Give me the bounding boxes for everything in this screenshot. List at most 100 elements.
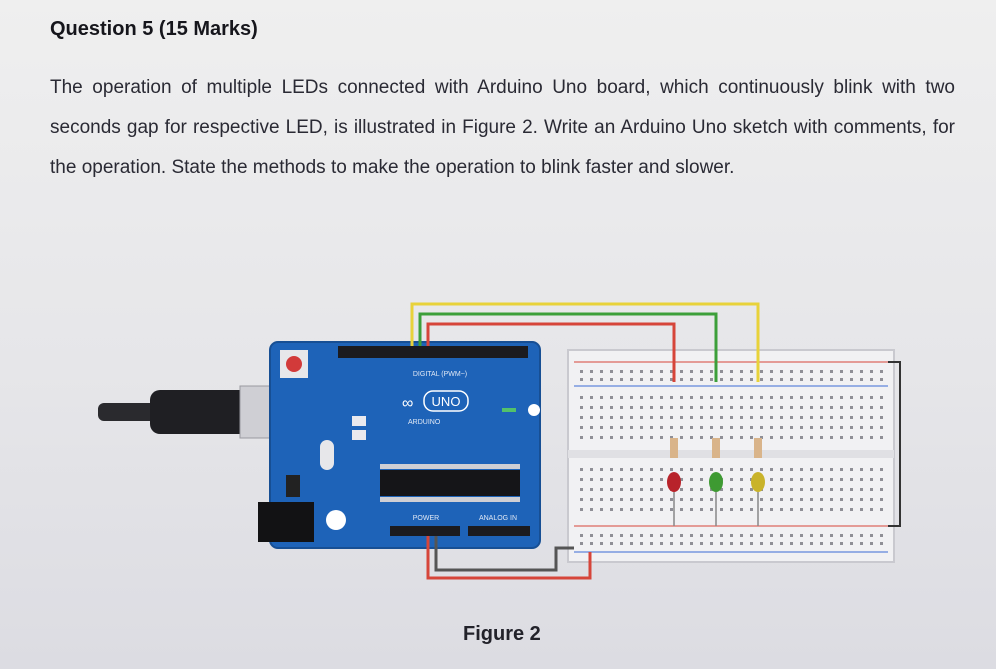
breadboard-hole	[630, 396, 633, 399]
breadboard-hole	[800, 436, 803, 439]
breadboard-hole	[600, 426, 603, 429]
breadboard-hole	[600, 396, 603, 399]
breadboard-hole	[610, 468, 613, 471]
breadboard-hole	[630, 488, 633, 491]
breadboard-hole	[610, 370, 613, 373]
breadboard-hole	[740, 406, 743, 409]
breadboard-hole	[820, 542, 823, 545]
breadboard-hole	[740, 488, 743, 491]
breadboard-hole	[820, 406, 823, 409]
breadboard-hole	[870, 436, 873, 439]
breadboard-hole	[650, 406, 653, 409]
uno-logo-badge	[423, 390, 469, 412]
voltage-regulator	[286, 475, 300, 497]
breadboard-hole	[770, 468, 773, 471]
breadboard-hole	[660, 426, 663, 429]
breadboard-hole	[740, 542, 743, 545]
breadboard-hole	[750, 378, 753, 381]
breadboard-hole	[780, 378, 783, 381]
rail-jumper	[888, 361, 901, 527]
breadboard-hole	[700, 370, 703, 373]
breadboard-hole	[680, 378, 683, 381]
breadboard-hole	[610, 396, 613, 399]
breadboard-hole	[840, 426, 843, 429]
breadboard-hole	[640, 370, 643, 373]
breadboard-hole	[610, 378, 613, 381]
breadboard-hole	[850, 396, 853, 399]
breadboard-hole	[630, 534, 633, 537]
breadboard-hole	[620, 426, 623, 429]
led-green	[709, 472, 723, 492]
breadboard-hole	[700, 396, 703, 399]
breadboard-hole	[640, 396, 643, 399]
breadboard-hole	[720, 416, 723, 419]
breadboard-hole	[690, 406, 693, 409]
breadboard-hole	[880, 436, 883, 439]
breadboard-hole	[880, 378, 883, 381]
question-body: The operation of multiple LEDs connected…	[50, 77, 955, 178]
breadboard-hole	[590, 370, 593, 373]
chip-pins-top	[380, 464, 520, 469]
breadboard-hole	[830, 468, 833, 471]
breadboard-hole	[600, 478, 603, 481]
breadboard-hole	[610, 498, 613, 501]
breadboard-hole	[770, 498, 773, 501]
breadboard-hole	[610, 406, 613, 409]
breadboard-hole	[620, 498, 623, 501]
breadboard-hole	[790, 396, 793, 399]
breadboard-hole	[630, 436, 633, 439]
breadboard-hole	[670, 534, 673, 537]
breadboard-hole	[600, 468, 603, 471]
breadboard-hole	[620, 508, 623, 511]
breadboard-hole	[700, 478, 703, 481]
breadboard-hole	[590, 416, 593, 419]
breadboard-hole	[870, 396, 873, 399]
breadboard-hole	[600, 508, 603, 511]
breadboard-hole	[860, 542, 863, 545]
breadboard-hole	[640, 542, 643, 545]
breadboard-hole	[740, 396, 743, 399]
breadboard-hole	[860, 416, 863, 419]
breadboard-hole	[850, 542, 853, 545]
breadboard-hole	[580, 498, 583, 501]
breadboard-hole	[750, 416, 753, 419]
resistor-3	[754, 438, 762, 458]
breadboard-hole	[680, 436, 683, 439]
breadboard-hole	[840, 370, 843, 373]
breadboard-hole	[660, 370, 663, 373]
breadboard-hole	[860, 468, 863, 471]
breadboard-hole	[830, 370, 833, 373]
breadboard-hole	[850, 498, 853, 501]
question-heading: Question 5 (15 Marks)	[50, 18, 258, 40]
breadboard-hole	[760, 370, 763, 373]
breadboard-hole	[770, 406, 773, 409]
breadboard-hole	[850, 378, 853, 381]
breadboard-hole	[870, 534, 873, 537]
breadboard-hole	[720, 396, 723, 399]
breadboard-hole	[600, 542, 603, 545]
mounting-hole	[528, 404, 540, 416]
breadboard-hole	[690, 508, 693, 511]
breadboard-hole	[720, 534, 723, 537]
breadboard-hole	[770, 378, 773, 381]
breadboard-hole	[830, 378, 833, 381]
breadboard-hole	[870, 498, 873, 501]
breadboard-hole	[590, 498, 593, 501]
breadboard-hole	[660, 378, 663, 381]
breadboard-hole	[880, 468, 883, 471]
breadboard-hole	[860, 406, 863, 409]
breadboard-hole	[840, 416, 843, 419]
breadboard-hole	[660, 542, 663, 545]
breadboard-hole	[830, 508, 833, 511]
breadboard-hole	[850, 508, 853, 511]
breadboard-hole	[850, 406, 853, 409]
breadboard-hole	[770, 542, 773, 545]
breadboard-hole	[720, 436, 723, 439]
breadboard-hole	[710, 498, 713, 501]
breadboard-hole	[600, 406, 603, 409]
breadboard-hole	[840, 542, 843, 545]
breadboard-hole	[660, 498, 663, 501]
breadboard-hole	[800, 378, 803, 381]
breadboard-hole	[830, 478, 833, 481]
breadboard-hole	[860, 534, 863, 537]
